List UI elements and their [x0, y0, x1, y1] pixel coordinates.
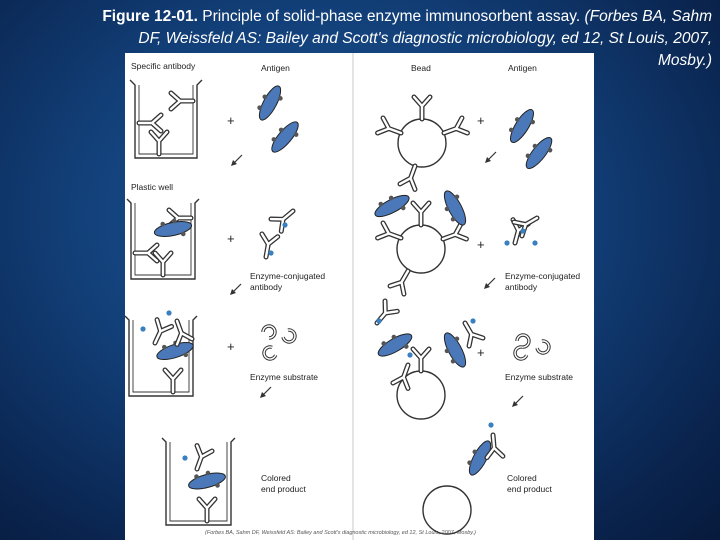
- step-1-bead: [378, 97, 468, 189]
- step-2-bead: [370, 186, 473, 294]
- svg-text:+: +: [227, 231, 235, 246]
- step-3-bead: [371, 301, 483, 420]
- svg-text:+: +: [477, 113, 485, 128]
- assay-diagram-art: + +: [125, 53, 559, 540]
- label-end-product: end product: [261, 484, 306, 494]
- step-2-well: [126, 198, 200, 280]
- label-colored: Colored: [261, 473, 291, 483]
- label-end-product-right: end product: [507, 484, 552, 494]
- label-enzyme-conjugated: Enzyme-conjugated: [250, 271, 326, 281]
- label-antigen-right: Antigen: [508, 63, 537, 73]
- step-3-well: [125, 310, 198, 397]
- figure-label: Figure 12-01.: [102, 8, 198, 25]
- step-2-conjugate: +: [227, 205, 298, 259]
- figure-title: Principle of solid-phase enzyme immunoso…: [202, 8, 581, 25]
- label-colored-right: Colored: [507, 473, 537, 483]
- label-enzyme-conjugated-right: Enzyme-conjugated: [505, 271, 581, 281]
- step-3-substrate: +: [227, 324, 298, 363]
- figure-citation: (Forbes BA, Sahm DF, Weissfeld AS: Baile…: [138, 8, 712, 69]
- step-1-well: [129, 79, 203, 159]
- step-1-antigens: +: [227, 81, 305, 399]
- step-2-bead-conjugate: +: [477, 211, 541, 252]
- label-plastic-well: Plastic well: [131, 182, 174, 192]
- assay-diagram: + +: [125, 53, 594, 540]
- label-enzyme-substrate: Enzyme substrate: [250, 372, 319, 382]
- label-antibody-right: antibody: [505, 282, 538, 292]
- figure-credit: (Forbes BA, Sahm DF, Weissfeld AS: Baile…: [205, 530, 476, 536]
- step-4-well: [161, 437, 236, 526]
- label-bead: Bead: [411, 63, 431, 73]
- step-4-bead: [422, 422, 503, 535]
- label-enzyme-substrate-right: Enzyme substrate: [505, 372, 574, 382]
- label-specific-antibody: Specific antibody: [131, 61, 196, 71]
- svg-text:+: +: [477, 345, 485, 360]
- step-1-bead-antigens: +: [477, 104, 559, 408]
- plus-sign: +: [227, 113, 235, 128]
- step-3-bead-substrate: +: [477, 333, 552, 363]
- svg-text:+: +: [227, 339, 235, 354]
- figure-caption: Figure 12-01. Principle of solid-phase e…: [90, 6, 712, 72]
- label-antigen: Antigen: [261, 63, 290, 73]
- svg-text:+: +: [477, 237, 485, 252]
- label-antibody: antibody: [250, 282, 283, 292]
